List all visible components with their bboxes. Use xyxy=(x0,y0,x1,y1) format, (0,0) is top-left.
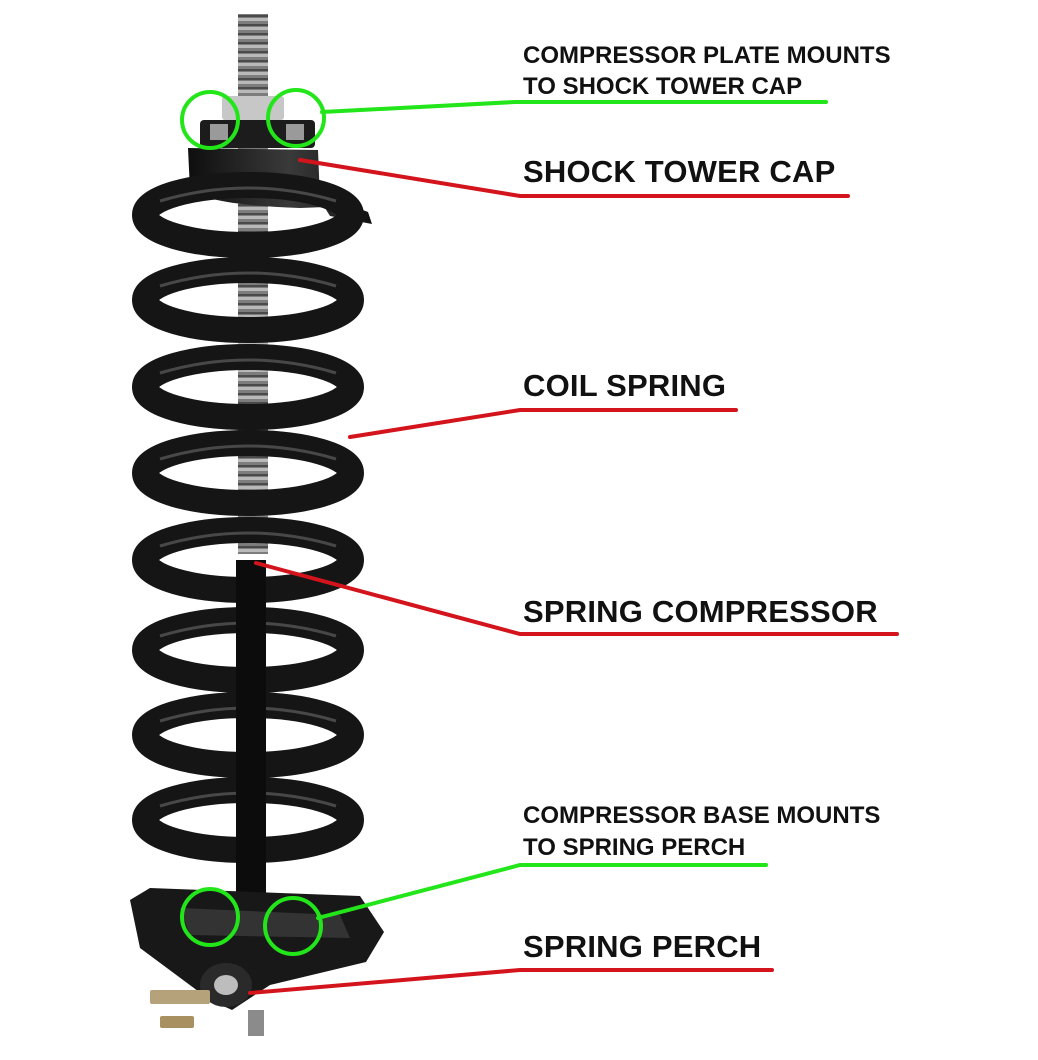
spring-compressor-label: SPRING COMPRESSOR xyxy=(523,594,878,630)
coil-spring-leader xyxy=(350,410,736,437)
threaded-rod xyxy=(238,14,268,554)
coil-spring-label: COIL SPRING xyxy=(523,368,726,404)
shock-tower-cap-label: SHOCK TOWER CAP xyxy=(523,154,835,190)
compressor-rod xyxy=(236,560,266,910)
compressor-plate-leader xyxy=(322,102,826,112)
spring-perch-leader xyxy=(250,970,772,993)
compressor-base-label-line2: TO SPRING PERCH xyxy=(523,832,745,864)
compressor-plate-label-line2: TO SHOCK TOWER CAP xyxy=(523,71,802,103)
spring-perch-label: SPRING PERCH xyxy=(523,929,761,965)
compressor-base-leader xyxy=(318,865,766,918)
compressor-plate-label-line1: COMPRESSOR PLATE MOUNTS xyxy=(523,40,891,72)
compressor-base-label-line1: COMPRESSOR BASE MOUNTS xyxy=(523,800,880,832)
